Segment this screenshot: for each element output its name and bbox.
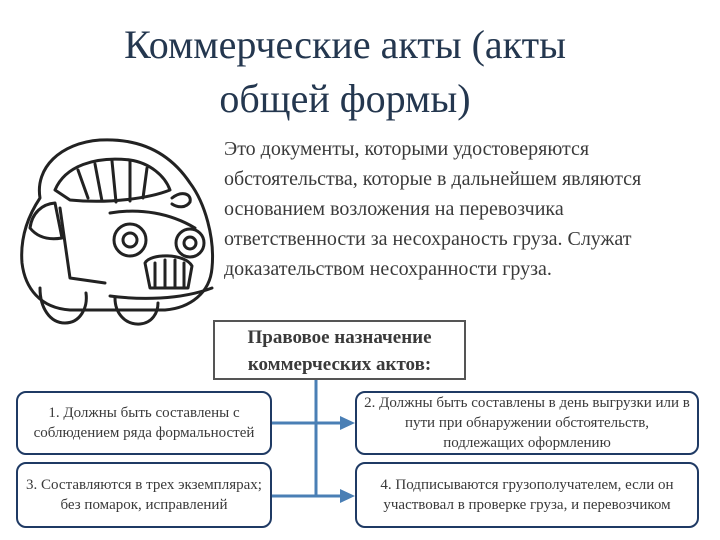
car-icon	[20, 138, 215, 326]
purpose-item-2-text: 2. Должны быть составлены в день выгрузк…	[364, 395, 690, 451]
purpose-item-2: 2. Должны быть составлены в день выгрузк…	[355, 391, 699, 455]
purpose-item-1: 1. Должны быть составлены с соблюдением …	[16, 391, 272, 455]
purpose-item-3-text: 3. Составляются в трех экземплярах; без …	[26, 477, 262, 513]
slide-title-line-1: Коммерческие акты (акты	[124, 22, 566, 67]
arrow-right-icon	[340, 416, 355, 430]
slide-title-line-2: общей формы)	[219, 76, 471, 121]
purpose-item-1-text: 1. Должны быть составлены с соблюдением …	[33, 405, 255, 441]
purpose-item-4-text: 4. Подписываются грузополучателем, если …	[380, 477, 674, 513]
slide-title: Коммерческие акты (акты общей формы)	[40, 18, 650, 126]
heading-line-1: Правовое назначение	[247, 327, 432, 348]
heading-line-2: коммерческих актов:	[247, 354, 432, 375]
description-text: Это документы, которыми удостоверяются о…	[224, 138, 642, 280]
purpose-item-3: 3. Составляются в трех экземплярах; без …	[16, 462, 272, 528]
purpose-item-4: 4. Подписываются грузополучателем, если …	[355, 462, 699, 528]
arrow-right-icon	[340, 489, 355, 503]
heading-box: Правовое назначение коммерческих актов:	[213, 320, 466, 380]
